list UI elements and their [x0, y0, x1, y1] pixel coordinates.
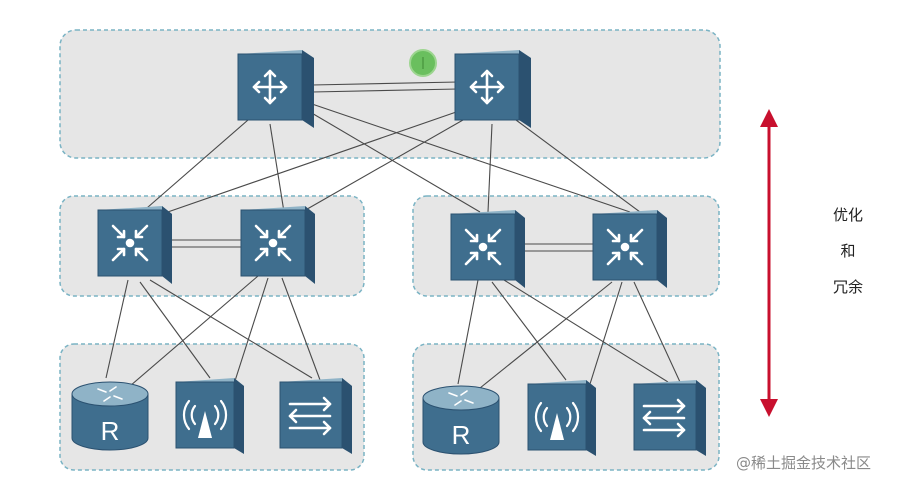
watermark: @稀土掘金技术社区 — [736, 454, 872, 472]
distribution-switch-icon — [97, 206, 172, 284]
access-switch-icon — [279, 378, 352, 454]
access-switch-icon — [633, 380, 706, 456]
side-label-line3: 冗余 — [832, 278, 863, 296]
core-distribution-link — [309, 111, 481, 213]
core-distribution-link — [301, 115, 471, 213]
distribution-access-link — [281, 277, 321, 381]
distribution-access-link — [139, 281, 211, 379]
core-trunk-link — [311, 88, 459, 93]
core-distribution-link — [311, 103, 631, 213]
core-layer-panel — [59, 29, 721, 159]
distribution-access-link — [149, 279, 313, 379]
network-links — [105, 81, 681, 389]
distribution-access-link — [457, 279, 479, 385]
side-label-line1: 优化 — [832, 206, 863, 224]
core-distribution-link — [269, 123, 285, 213]
distribution-access-link — [589, 281, 623, 385]
distribution-access-link — [503, 279, 669, 383]
side-label-line2: 和 — [840, 242, 856, 260]
core-distribution-link — [487, 123, 493, 213]
distribution-switch-icon — [592, 210, 667, 288]
core-trunk-link — [311, 81, 459, 86]
router-letter: R — [452, 420, 471, 450]
wireless-ap-icon — [175, 378, 244, 454]
router-icon: R — [422, 385, 500, 455]
distribution-switch-icon — [450, 210, 525, 288]
router-letter: R — [101, 416, 120, 446]
distribution-access-link — [479, 281, 613, 389]
router-icon: R — [71, 381, 149, 451]
core-distribution-link — [515, 119, 641, 213]
distribution-access-link — [233, 277, 269, 385]
core-distribution-link — [139, 119, 249, 215]
distribution-access-link — [491, 281, 567, 381]
core-switch-icon — [237, 50, 314, 128]
status-dot-icon — [409, 49, 437, 77]
distribution-switch-icon — [240, 206, 315, 284]
distribution-access-link — [129, 275, 259, 387]
distribution-access-link — [633, 281, 681, 383]
core-distribution-link — [161, 109, 463, 215]
wireless-ap-icon — [527, 380, 596, 456]
distribution-access-link — [105, 279, 129, 379]
core-switch-icon — [454, 50, 531, 128]
